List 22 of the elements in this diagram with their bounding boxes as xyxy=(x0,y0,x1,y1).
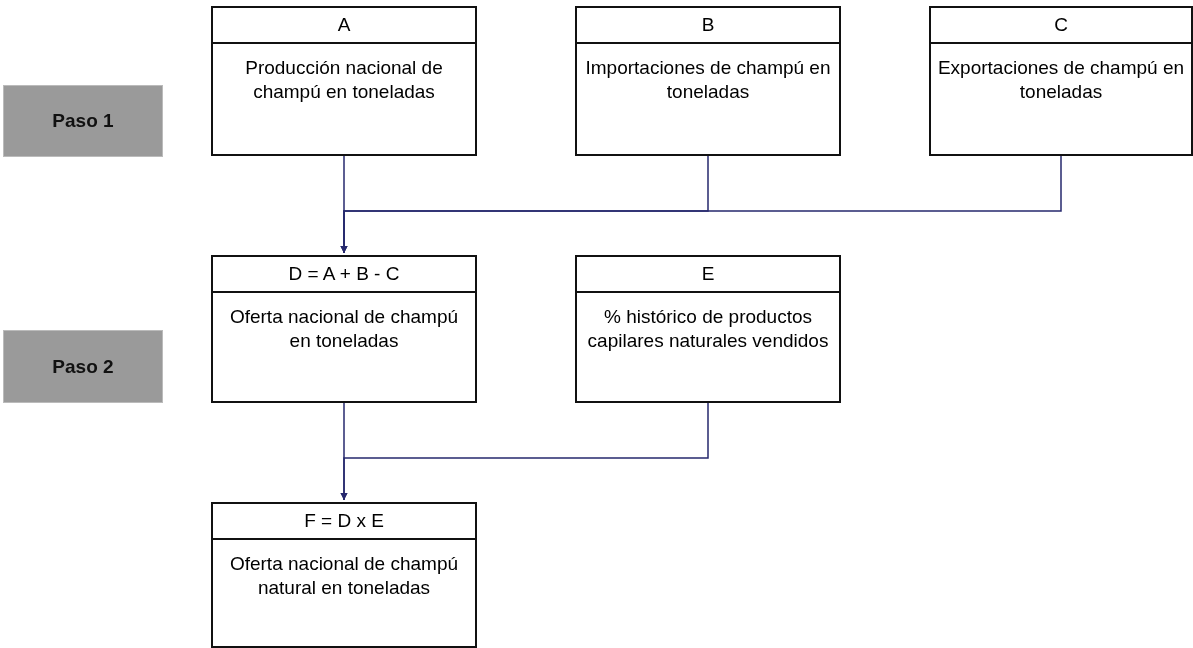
box-text: Oferta nacional de champú en toneladas xyxy=(228,305,460,353)
process-box xyxy=(211,6,477,156)
process-box xyxy=(575,6,841,156)
box-header: C xyxy=(931,8,1191,44)
box-text: Importaciones de champú en toneladas xyxy=(584,56,832,104)
arrow xyxy=(340,402,709,501)
step-label-box: Paso 2 xyxy=(3,330,163,403)
box-header: F = D x E xyxy=(213,504,475,540)
box-header: E xyxy=(577,257,839,293)
process-box xyxy=(929,6,1193,156)
arrow xyxy=(340,155,1062,254)
box-header: A xyxy=(213,8,475,44)
box-text: Oferta nacional de champú natural en toneladas xyxy=(228,552,460,600)
box-header: B xyxy=(577,8,839,44)
process-box xyxy=(575,255,841,403)
box-header: D = A + B - C xyxy=(213,257,475,293)
box-text: % histórico de productos capilares naturales vendidos xyxy=(586,305,830,353)
process-box xyxy=(211,255,477,403)
box-text: Producción nacional de champú en toneladas xyxy=(244,56,444,104)
process-box xyxy=(211,502,477,648)
box-text: Exportaciones de champú en toneladas xyxy=(936,56,1186,104)
step-label-box: Paso 1 xyxy=(3,85,163,157)
